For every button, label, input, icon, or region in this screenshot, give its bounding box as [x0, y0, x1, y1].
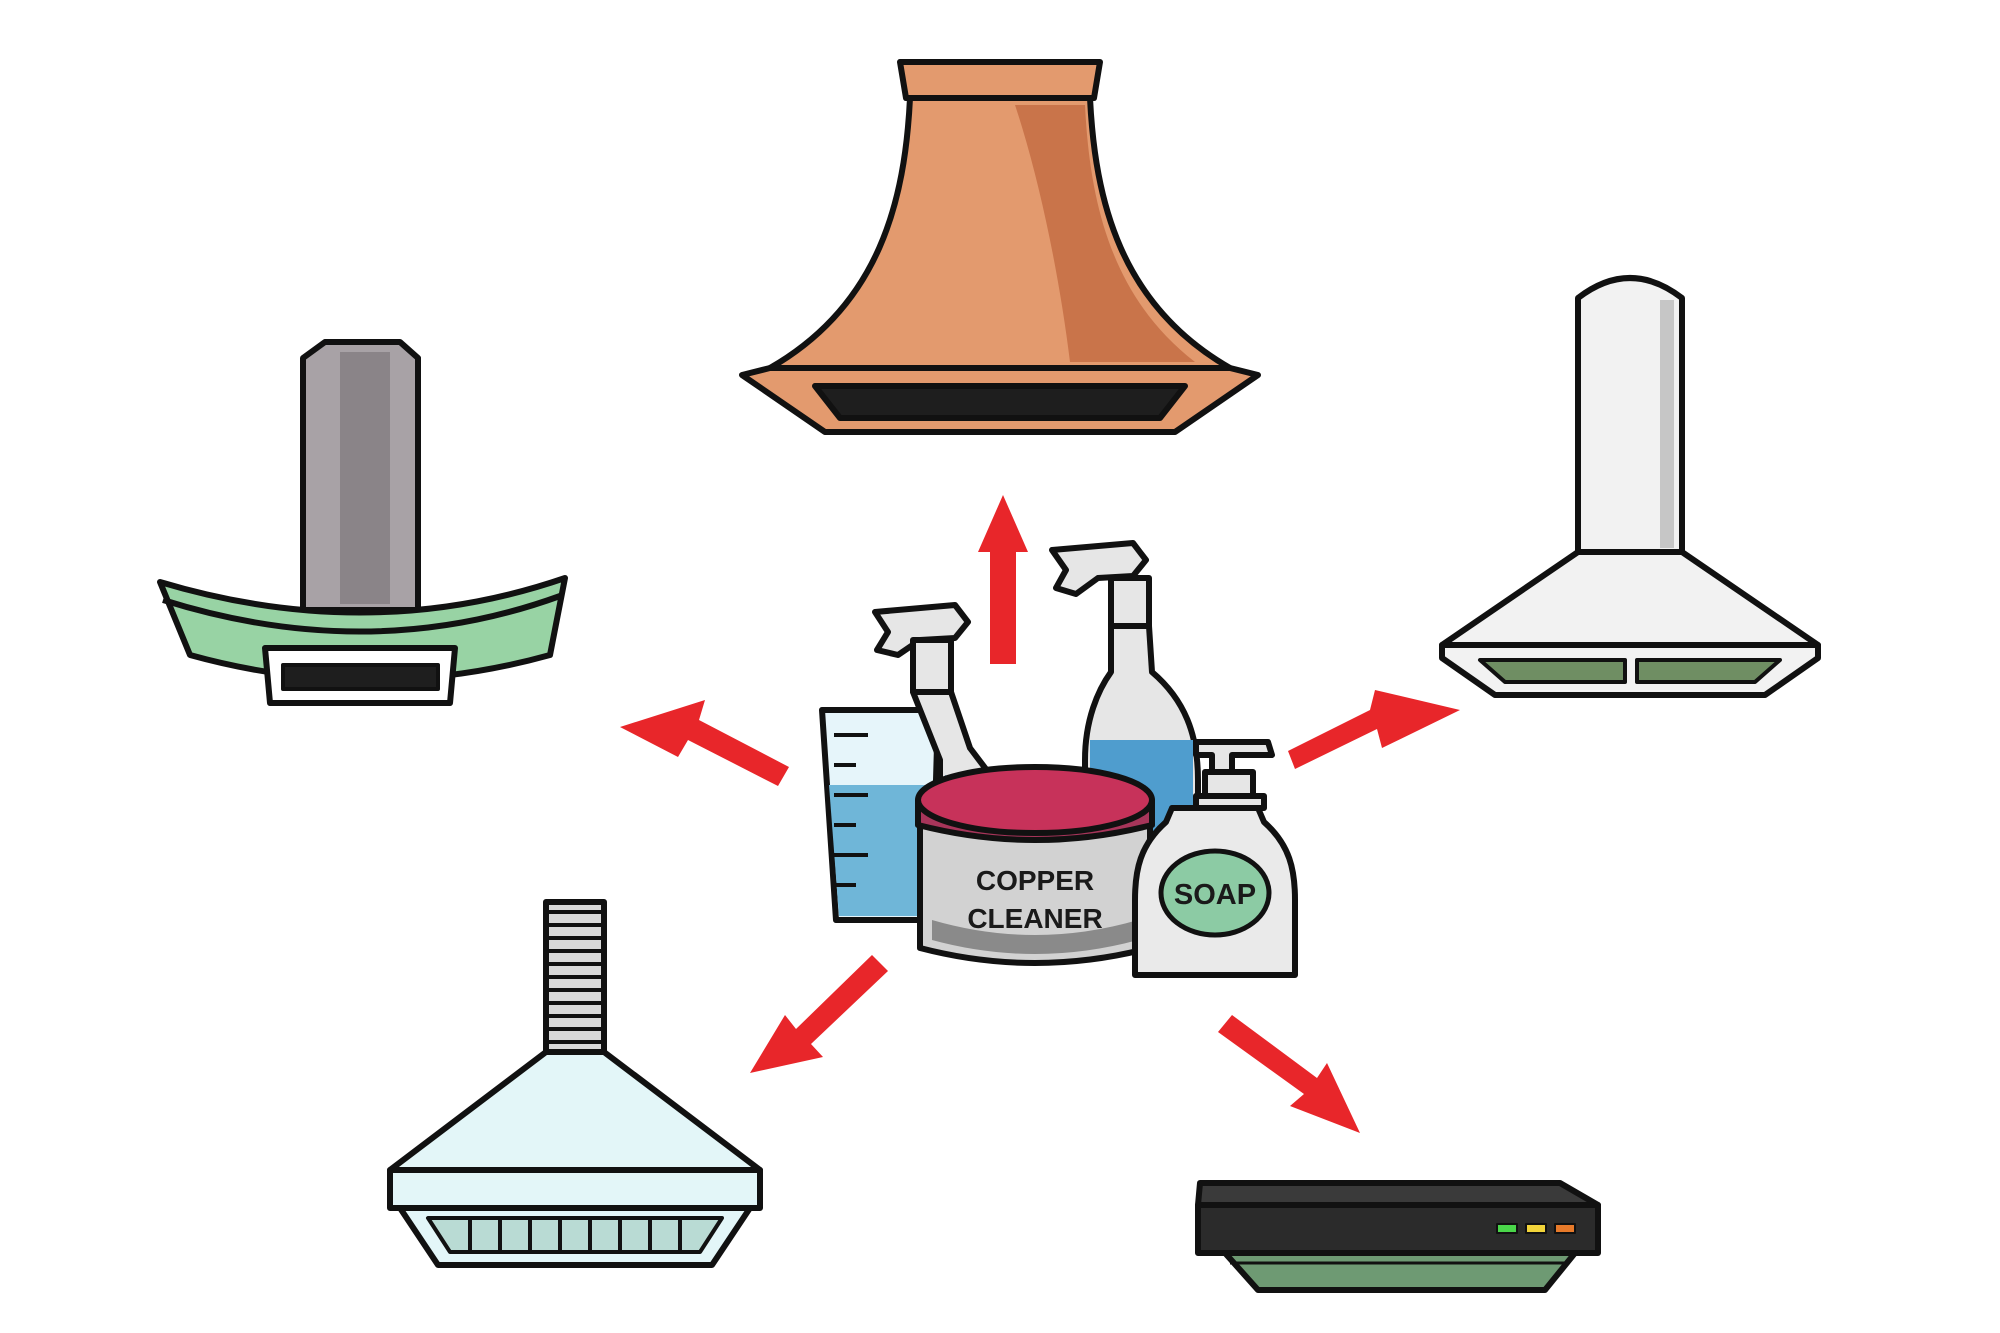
cleaner-tub-icon: COPPER CLEANER	[915, 764, 1155, 966]
cleaner-label-line2: CLEANER	[967, 903, 1102, 934]
arrow-lower-right	[1218, 1015, 1360, 1133]
arrow-upper-left	[620, 700, 789, 786]
arrow-upper-right	[1288, 690, 1460, 769]
curved-glass-island-hood-icon	[157, 339, 568, 706]
soap-label: SOAP	[1174, 879, 1256, 911]
flexible-duct-hood-icon	[387, 899, 763, 1268]
arrow-up	[978, 495, 1028, 664]
measuring-beaker-icon	[819, 707, 941, 923]
cleaner-label-line1: COPPER	[976, 865, 1094, 896]
copper-chimney-hood-icon	[739, 59, 1261, 435]
soap-pump-bottle-icon: SOAP	[1132, 739, 1298, 978]
slim-under-cabinet-hood-icon	[1195, 1180, 1601, 1293]
arrow-lower-left	[750, 955, 888, 1073]
direction-arrows	[620, 495, 1460, 1133]
white-chimney-hood-icon	[1439, 275, 1821, 698]
